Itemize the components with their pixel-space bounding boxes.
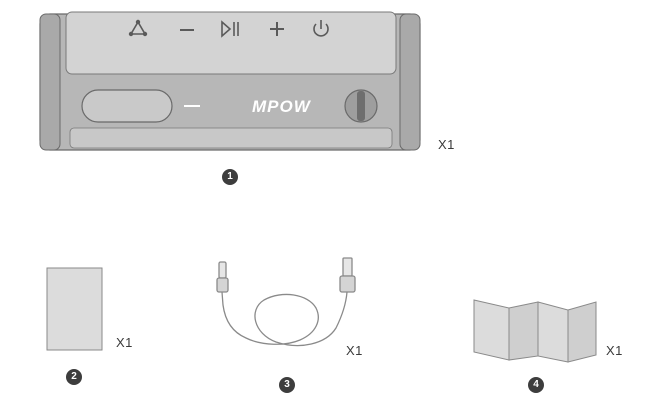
speaker-brand: MPOW [252,97,312,116]
power-icon [313,20,329,37]
volume-up-icon [270,22,284,36]
item-number-1: 1 [222,169,238,185]
play-pause-icon [221,20,239,38]
manual-booklet [46,267,103,351]
item-number-2: 2 [66,369,82,385]
speaker: MPOW [39,11,421,151]
cable-quantity: X1 [346,343,363,358]
bluetooth-icon [128,19,148,37]
card-quantity: X1 [606,343,623,358]
item-number-3: 3 [279,377,295,393]
manual-quantity: X1 [116,335,133,350]
speaker-quantity: X1 [438,137,455,152]
usb-cable [216,257,356,347]
folded-card [473,299,597,363]
item-number-4: 4 [528,377,544,393]
